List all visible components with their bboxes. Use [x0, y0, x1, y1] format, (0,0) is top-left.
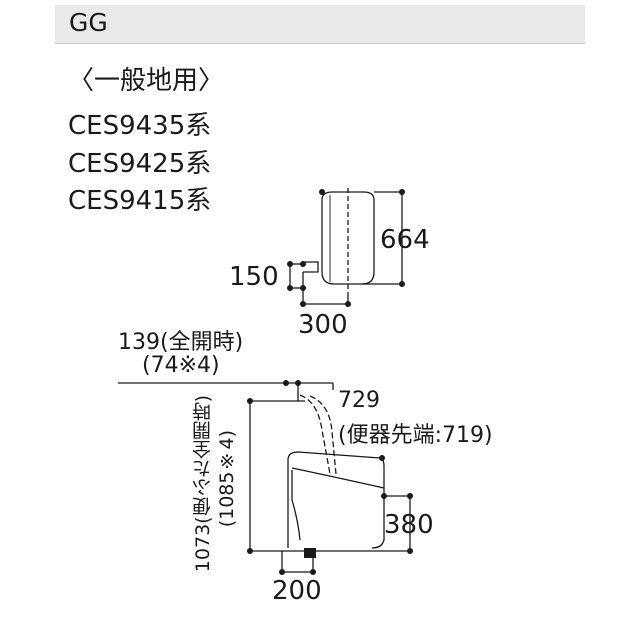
- drain-pipe: [304, 548, 316, 558]
- open-lid-dashed: [299, 394, 331, 475]
- model-2: CES9425系: [68, 149, 212, 179]
- category-label: 〈一般地用〉: [68, 66, 225, 96]
- header-title: GG: [69, 8, 108, 37]
- dim-1073-note: (1085※4): [216, 430, 238, 528]
- dim-300: 300: [298, 310, 348, 340]
- dim-380: 380: [384, 510, 434, 540]
- toilet-body-outline: [287, 451, 385, 549]
- dim-729-note: (便器先端:719): [338, 423, 493, 448]
- dim-1073: 1073(便ふた全開時): [192, 395, 214, 573]
- header-bar: GG: [55, 5, 585, 44]
- dim-lid-open-note: (74※4): [142, 353, 220, 378]
- top-view-tank-outline: [321, 191, 375, 285]
- toilet-seat-line: [291, 467, 385, 489]
- dim-150: 150: [229, 262, 279, 292]
- dim-200: 200: [272, 576, 322, 606]
- model-3: CES9415系: [68, 186, 212, 216]
- top-view-pipe: [303, 261, 319, 273]
- dim-lid-open: 139(全開時): [118, 330, 244, 355]
- dim-729: 729: [338, 388, 380, 413]
- dim-664: 664: [380, 225, 430, 255]
- toilet-inner-curve: [291, 470, 301, 541]
- model-1: CES9435系: [68, 111, 212, 141]
